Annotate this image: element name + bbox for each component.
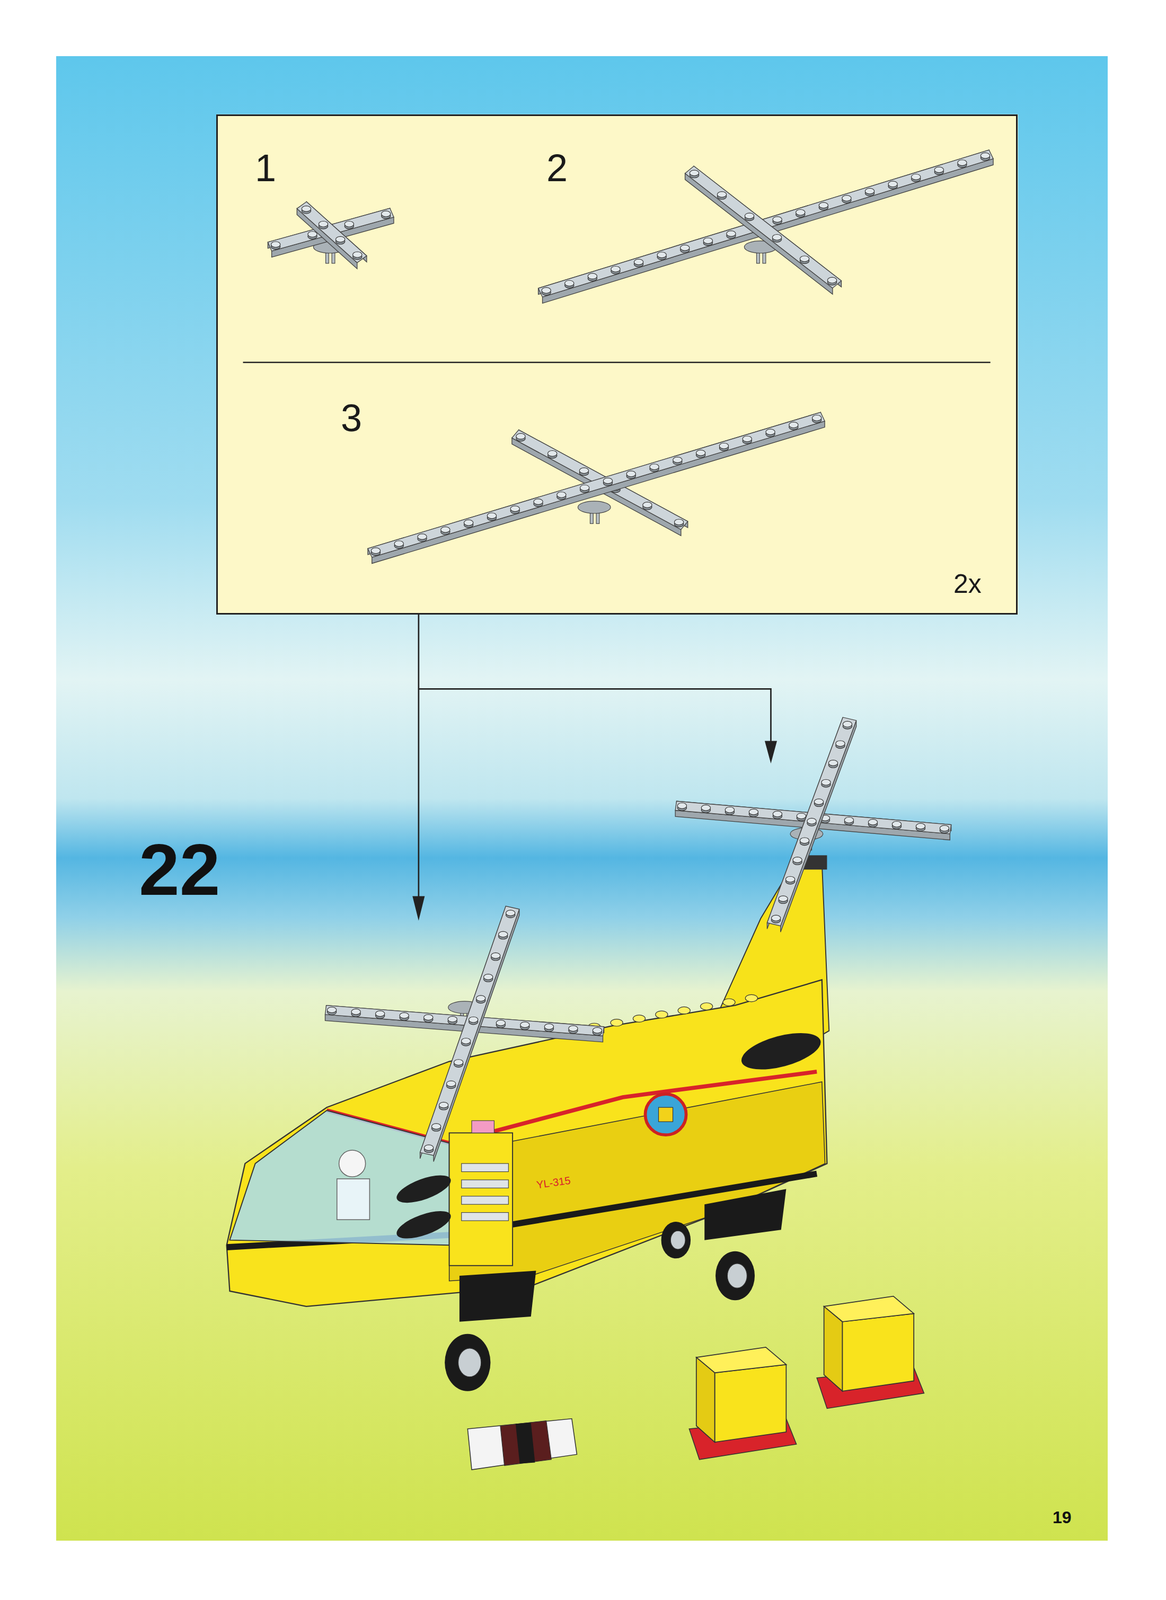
step-number: 1 [254,148,277,188]
wheel [715,1251,755,1301]
plate [420,906,520,1162]
plate [296,201,367,270]
arrow-head [764,741,777,764]
wheel [444,1334,491,1392]
cargo-crate [689,1347,797,1461]
plate [367,412,825,564]
page-number: 19 [1052,1509,1072,1527]
instruction-panel: 1 2 3 2x [216,114,1018,615]
step-number: 3 [340,399,362,438]
plate [538,149,994,304]
helicopter [226,855,830,1392]
plate [766,717,856,933]
step-number: 2 [546,148,568,188]
quantity-label: 2x [953,570,982,598]
rotor-hub [577,501,611,524]
plate [685,166,842,295]
step-number: 22 [138,833,221,907]
divider-line [242,361,991,364]
suitcase [467,1419,577,1471]
scene-ground [56,56,1108,1542]
pointer-line [417,614,420,899]
wheel [661,1222,691,1259]
drawing [216,114,1018,1471]
cargo-crate [816,1296,924,1410]
pointer-line [418,689,772,744]
panel-ground [216,114,1018,615]
logo [645,1094,687,1136]
arrow-head [412,896,425,921]
